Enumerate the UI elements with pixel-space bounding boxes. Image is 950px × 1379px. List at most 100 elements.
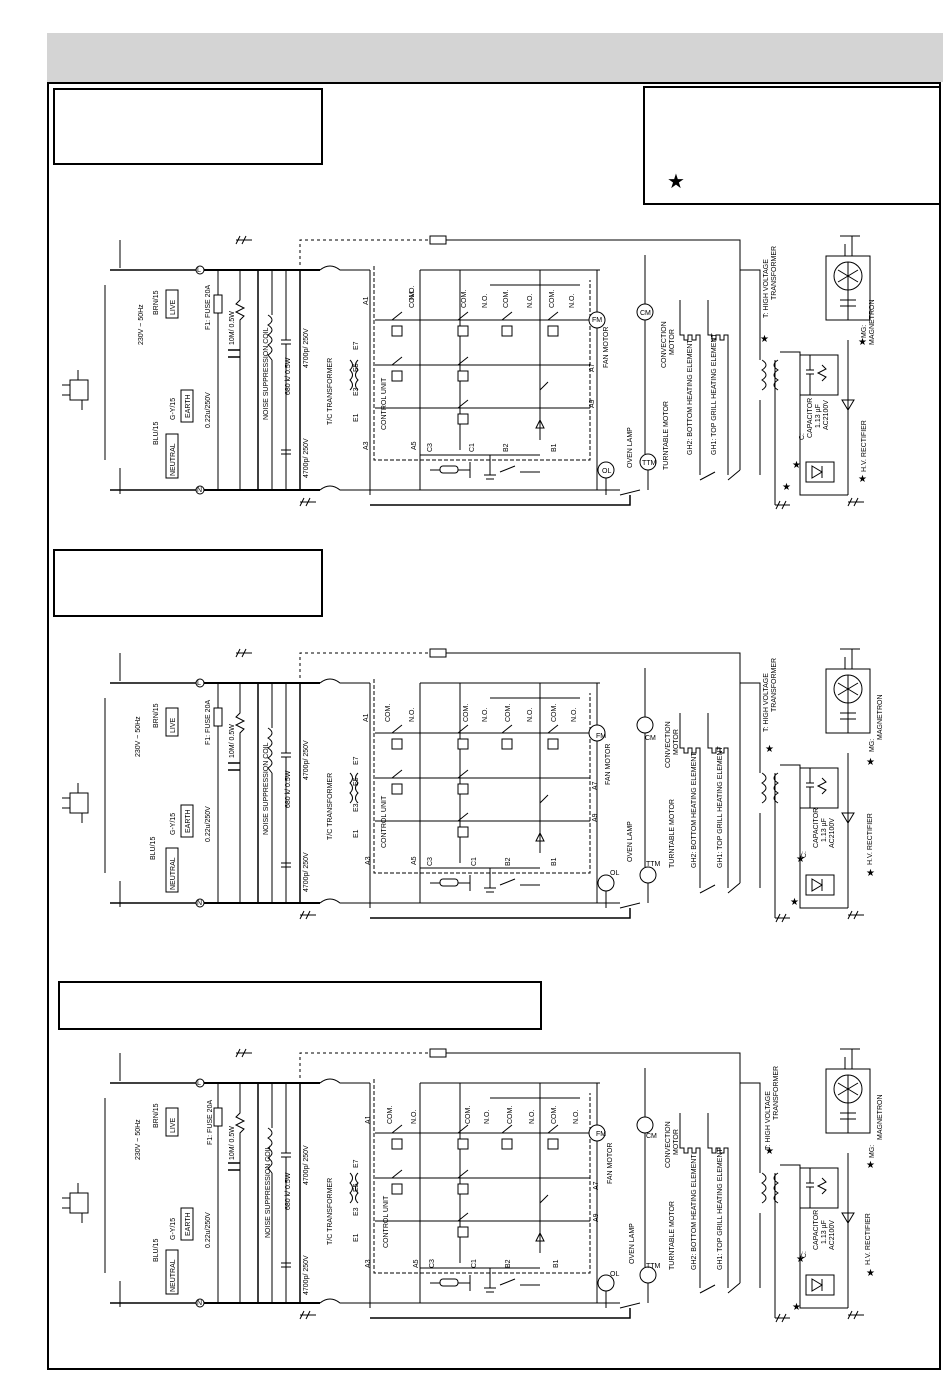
magnetron-label: MAGNETRON [877, 1095, 884, 1141]
com-label: COM. [551, 704, 558, 722]
supply-label: 230V ~ 50Hz [138, 304, 145, 345]
neutral-label: NEUTRAL [170, 1259, 177, 1292]
convection-label: CONVECTION [665, 721, 672, 768]
neutral-label: NEUTRAL [170, 443, 177, 476]
cm-label: CM [646, 1133, 657, 1140]
a9-label: A9 [592, 813, 599, 822]
motor-label: MOTOR [673, 1129, 680, 1155]
star-mark: ★ [858, 474, 867, 485]
brn-label: BRN/15 [153, 703, 160, 728]
a7-label: A7 [592, 781, 599, 790]
cap-4700-bot-label: 4700p/ 250V [303, 438, 310, 478]
fm-label: FM [592, 317, 602, 324]
res-680-label: 680 k/ 0.5W [285, 357, 292, 395]
com-label: COM. [551, 1106, 558, 1124]
section-1-title-box [53, 88, 323, 165]
oven-lamp-label: OVEN LAMP [629, 1223, 636, 1264]
control-unit-label: CONTROL UNIT [383, 1195, 390, 1248]
cm-label: CM [640, 310, 651, 317]
a1-label: A1 [363, 713, 370, 722]
blu-label: BLU/15 [153, 422, 160, 445]
com-label: COM. [503, 290, 510, 308]
star-mark: ★ [866, 1160, 875, 1171]
magnetron-label: MAGNETRON [877, 695, 884, 741]
brn-label: BRN/15 [153, 1103, 160, 1128]
c1-label: C1 [469, 443, 476, 452]
res-680-label: 680 k/ 0.5W [285, 770, 292, 808]
b1-label: B1 [553, 1259, 560, 1268]
cap-4700-top-label: 4700p/ 250V [303, 740, 310, 780]
no-label: N.O. [529, 1110, 536, 1124]
com-label: COM. [465, 1106, 472, 1124]
fuse-label: F1: FUSE 20A [205, 285, 212, 330]
supply-label: 230V ~ 50Hz [135, 716, 142, 757]
schematic-1 [61, 235, 871, 510]
terminal-n: N [197, 900, 202, 907]
cm-label: CM [645, 735, 656, 742]
neutral-label: NEUTRAL [170, 857, 177, 890]
magnetron-label: MAGNETRON [869, 300, 876, 346]
blu-label: BLU/15 [153, 1239, 160, 1262]
control-unit-label: CONTROL UNIT [381, 377, 388, 430]
c1-label: C1 [471, 1259, 478, 1268]
a7-label: A7 [593, 1181, 600, 1190]
com-label: COM. [507, 1106, 514, 1124]
no-label: N.O. [409, 286, 416, 300]
capacitor-c-label: C: [801, 1251, 808, 1258]
capacitor-label: CAPACITOR [813, 808, 820, 848]
noise-coil-label: NOISE SUPPRESSION COIL [263, 327, 270, 420]
gy-label: G-Y/15 [170, 813, 177, 835]
section-3-title-box [58, 981, 542, 1030]
capacitor-c-label: C: [801, 851, 808, 858]
live-label: LIVE [170, 1117, 177, 1133]
star-mark: ★ [765, 1146, 774, 1157]
terminal-l: L [197, 267, 201, 274]
hv-transformer-label-2: TRANSFORMER [771, 246, 778, 300]
cap-value-label: 1.13 µF [815, 404, 822, 428]
star-icon: ★ [667, 171, 685, 193]
gh1-label: GH1: TOP GRILL HEATING ELEMENT [717, 746, 724, 868]
cap-4700-bot-label: 4700p/ 250V [303, 1255, 310, 1295]
gh2-label: GH2: BOTTOM HEATING ELEMENT [691, 1154, 698, 1270]
b2-label: B2 [503, 443, 510, 452]
note-box: ★ [643, 86, 941, 205]
a5-label: A5 [411, 441, 418, 450]
hv-transformer-label-2: TRANSFORMER [773, 1066, 780, 1120]
cap-voltage-label: AC2100V [829, 1220, 836, 1250]
e5-label: E5 [353, 1183, 360, 1192]
ol-label: OL [610, 1271, 619, 1278]
e7-label: E7 [353, 341, 360, 350]
hv-transformer-label-2: TRANSFORMER [771, 658, 778, 712]
e7-label: E7 [353, 756, 360, 765]
e1-label: E1 [353, 829, 360, 838]
cap-voltage-label: AC2100V [829, 818, 836, 848]
tc-transformer-label: T/C TRANSFORMER [327, 358, 334, 425]
ttm-label: TTM [646, 861, 661, 868]
cap-small-label: 0.22u/250V [205, 392, 212, 428]
com-label: COM. [461, 290, 468, 308]
noise-coil-label: NOISE SUPPRESSION COIL [265, 1145, 272, 1238]
hv-transformer-label: T: HIGH VOLTAGE [763, 673, 770, 732]
com-label: COM. [385, 704, 392, 722]
com-label: COM. [387, 1106, 394, 1124]
rectifier-label: H.V. RECTIFIER [865, 1213, 872, 1265]
star-mark: ★ [796, 1254, 805, 1265]
ol-label: OL [610, 870, 619, 877]
rectifier-label: H.V. RECTIFIER [861, 420, 868, 472]
gh1-label: GH1: TOP GRILL HEATING ELEMENT [717, 1148, 724, 1270]
live-label: LIVE [170, 299, 177, 315]
convection-label: CONVECTION [661, 321, 668, 368]
turntable-motor-label: TURNTABLE MOTOR [669, 799, 676, 868]
no-label: N.O. [482, 294, 489, 308]
fan-motor-label: FAN MOTOR [603, 327, 610, 368]
capacitor-c-label: C: [799, 433, 806, 440]
com-label: COM. [505, 704, 512, 722]
no-label: N.O. [482, 708, 489, 722]
motor-label: MOTOR [669, 329, 676, 355]
convection-label: CONVECTION [665, 1121, 672, 1168]
brn-label: BRN/15 [153, 290, 160, 315]
terminal-n: N [197, 487, 202, 494]
com-label: COM. [549, 290, 556, 308]
star-mark: ★ [866, 757, 875, 768]
a5-label: A5 [411, 856, 418, 865]
